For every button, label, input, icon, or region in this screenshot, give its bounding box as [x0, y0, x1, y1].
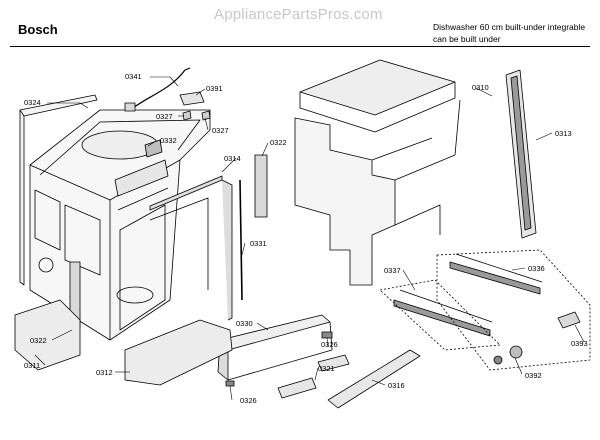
group-bracket-0337 [379, 279, 501, 351]
part-0337-rail-set[interactable] [393, 289, 493, 337]
part-0313-door-strip[interactable] [505, 69, 537, 239]
model-description-line2: can be built under [433, 34, 501, 44]
part-0341-hose[interactable] [129, 67, 191, 111]
part-labels: 0341 0324 0391 0327 0327 0332 0314 0322 … [24, 72, 588, 405]
part-0314-rail-frame[interactable] [149, 175, 233, 321]
label-0322-upper[interactable]: 0322 [270, 138, 287, 147]
part-0311-panel[interactable] [14, 299, 81, 371]
brand-title: Bosch [18, 22, 58, 37]
part-0310-insulation-cover[interactable] [294, 59, 461, 286]
label-0312[interactable]: 0312 [96, 368, 113, 377]
label-0331[interactable]: 0331 [250, 239, 267, 248]
part-0393-cap[interactable] [557, 311, 581, 329]
leader-lines [34, 76, 585, 401]
part-0326-clip-upper[interactable] [321, 331, 333, 339]
model-description-line1: Dishwasher 60 cm built-under integrable [433, 22, 586, 32]
part-0392-washer[interactable] [493, 355, 503, 365]
part-0322-seal-strip-upper[interactable] [254, 154, 268, 218]
part-0327-clip-left[interactable] [182, 110, 192, 121]
label-0392[interactable]: 0392 [525, 371, 542, 380]
label-0337[interactable]: 0337 [384, 266, 401, 275]
label-0310[interactable]: 0310 [472, 83, 489, 92]
label-0327-right[interactable]: 0327 [212, 126, 229, 135]
header-divider [10, 46, 590, 47]
label-0393[interactable]: 0393 [571, 339, 588, 348]
part-0321-bracket-left[interactable] [277, 377, 317, 399]
label-0332[interactable]: 0332 [160, 136, 177, 145]
label-0322-lower[interactable]: 0322 [30, 336, 47, 345]
part-0312-panel[interactable] [124, 319, 233, 386]
label-0313[interactable]: 0313 [555, 129, 572, 138]
label-0311[interactable]: 0311 [24, 361, 40, 370]
label-0326-lower[interactable]: 0326 [240, 396, 257, 405]
group-bracket-0336 [436, 249, 591, 371]
label-0330[interactable]: 0330 [236, 319, 253, 328]
part-0331-rod[interactable] [239, 179, 243, 301]
part-0391-bracket[interactable] [179, 91, 205, 106]
part-0327-clip-right[interactable] [201, 110, 211, 121]
label-0314[interactable]: 0314 [224, 154, 241, 163]
label-0326-upper[interactable]: 0326 [321, 340, 338, 349]
part-0324-side-panel[interactable] [19, 94, 98, 286]
label-0316[interactable]: 0316 [388, 381, 405, 390]
watermark: AppliancePartsPros.com [214, 6, 383, 23]
label-0327-left[interactable]: 0327 [156, 112, 173, 121]
label-0391[interactable]: 0391 [206, 84, 223, 93]
label-0341[interactable]: 0341 [125, 72, 142, 81]
part-0392-roller[interactable] [509, 345, 523, 359]
label-0324[interactable]: 0324 [24, 98, 41, 107]
part-0341-clip[interactable] [124, 102, 136, 112]
part-0316-toe-kick[interactable] [327, 349, 421, 409]
part-0336-rail-set[interactable] [449, 253, 543, 295]
label-0321[interactable]: 0321 [318, 364, 335, 373]
part-0321-bracket-right[interactable] [317, 354, 350, 372]
part-0326-clip-lower[interactable] [225, 380, 235, 387]
label-0336[interactable]: 0336 [528, 264, 545, 273]
